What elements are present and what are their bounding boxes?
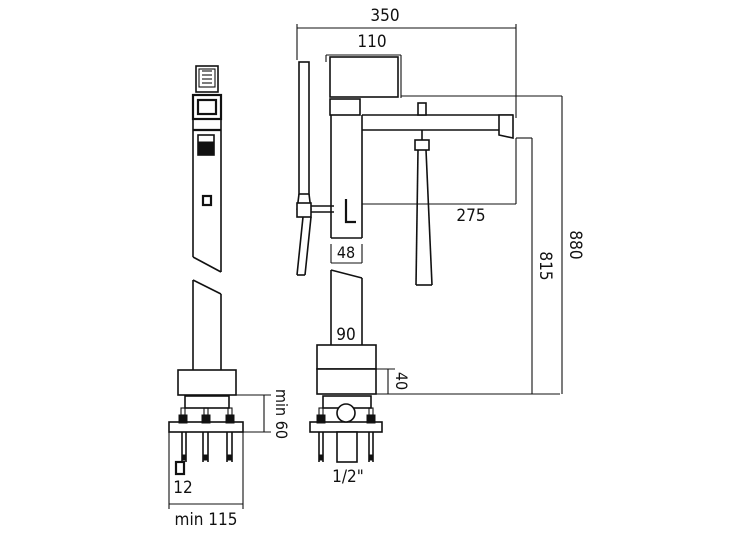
front-view: 1/2": [296, 56, 514, 487]
side-dimensions: min 60 12 min 115: [168, 389, 291, 530]
front-base-top: [316, 344, 377, 370]
dim-overall-reach: 350: [370, 6, 399, 26]
front-inlet-pipe: [336, 431, 358, 463]
front-handset: [298, 61, 310, 195]
dim-spout-reach: 275: [456, 206, 485, 226]
dim-overall-height: 880: [565, 230, 585, 259]
side-view: [168, 65, 244, 476]
dim-body-width: 48: [337, 243, 355, 262]
dim-handset-width: 110: [357, 32, 386, 52]
dim-inlet-thread: 1/2": [332, 467, 364, 487]
dim-base-width: 90: [336, 325, 355, 345]
front-inlet-hole: [336, 403, 356, 423]
front-handle-top: [329, 56, 399, 98]
side-base: [177, 369, 237, 396]
dim-outlet-height: 815: [535, 251, 555, 280]
dim-min-fixing-depth: min 60: [272, 389, 291, 439]
dim-pin-diameter: 12: [173, 478, 192, 498]
side-sensor: [201, 194, 213, 207]
side-threaded-legs: [181, 432, 233, 462]
dim-min-hole-spacing: min 115: [175, 510, 238, 530]
dim-base-height: 40: [392, 372, 411, 390]
side-handset-holder: [191, 93, 223, 121]
front-base: [316, 368, 377, 395]
front-dimensions: 350 110 275 48 90 40 815 880: [296, 6, 585, 395]
